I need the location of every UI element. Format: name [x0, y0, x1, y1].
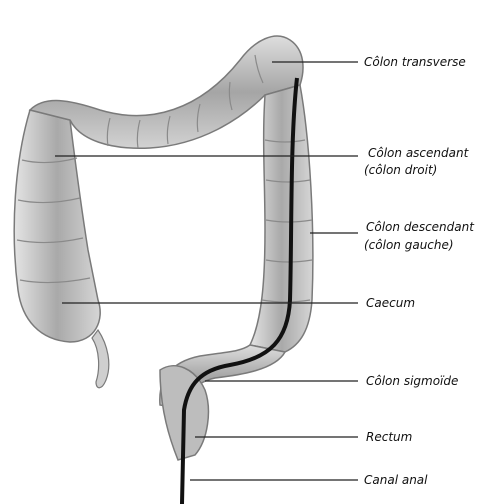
descending-colon	[250, 85, 313, 352]
label-rectum: Rectum	[366, 430, 412, 445]
ascending-colon	[14, 110, 100, 342]
appendix	[92, 330, 109, 388]
label-canal-anal: Canal anal	[364, 473, 428, 488]
label-colon-ascendant: Côlon ascendant	[368, 146, 468, 161]
label-colon-droit: (côlon droit)	[364, 163, 437, 178]
label-colon-transverse: Côlon transverse	[364, 55, 466, 70]
label-colon-sigmoide: Côlon sigmoïde	[366, 374, 458, 389]
label-caecum: Caecum	[366, 296, 415, 311]
label-colon-gauche: (côlon gauche)	[364, 238, 454, 253]
label-colon-descendant: Côlon descendant	[366, 220, 474, 235]
